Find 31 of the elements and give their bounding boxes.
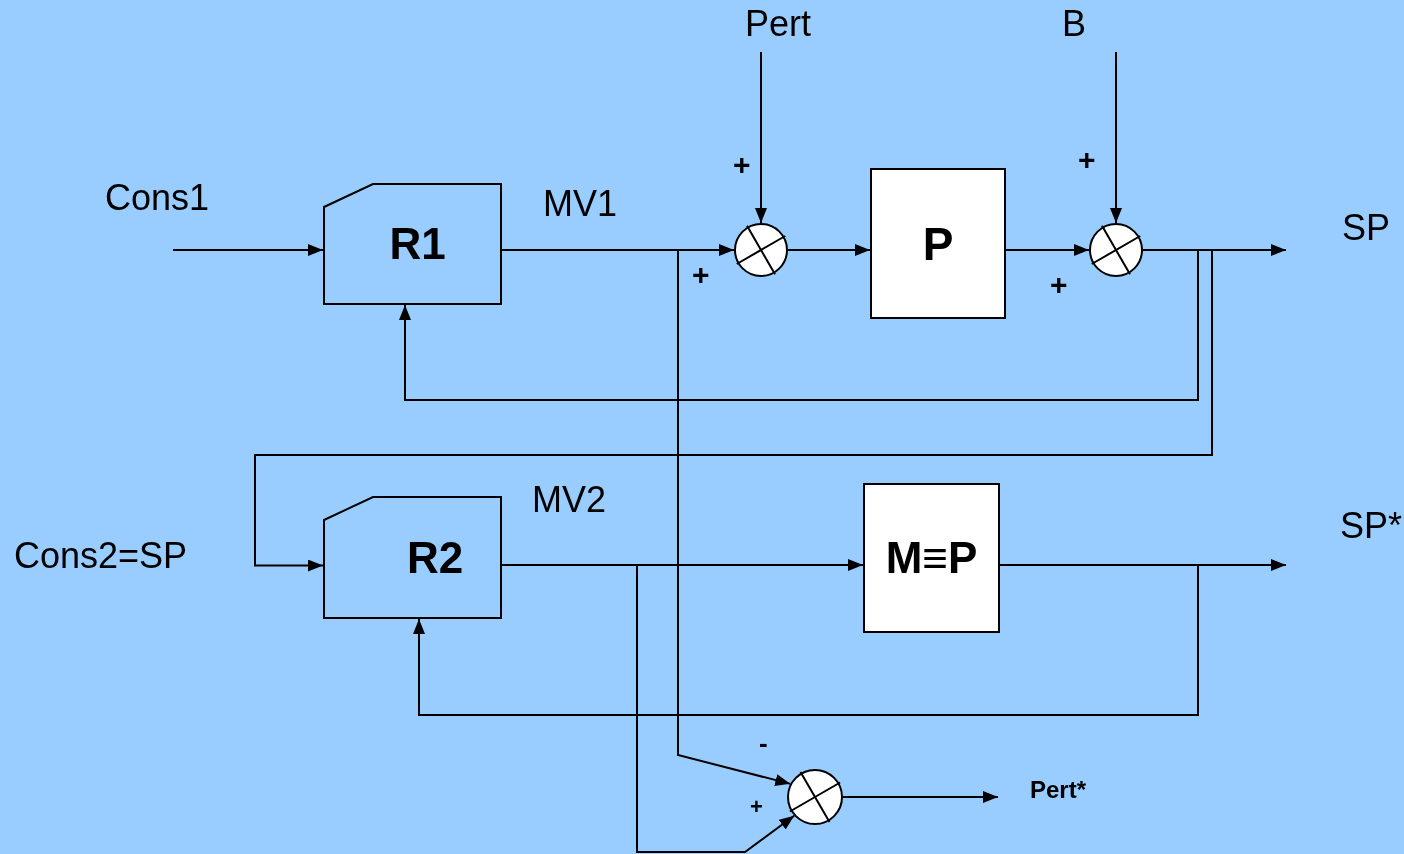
signal-arrow bbox=[172, 244, 324, 256]
controller-block: R2 bbox=[323, 496, 502, 619]
summing-junction bbox=[1089, 223, 1143, 277]
signal-arrow bbox=[254, 249, 1213, 572]
signal-arrow bbox=[1110, 51, 1122, 224]
sign-label: Cons2=SP bbox=[14, 538, 188, 574]
summing-junction bbox=[787, 769, 843, 825]
signal-arrow bbox=[413, 564, 1199, 716]
signal-label: Cons1 bbox=[92, 180, 222, 250]
signal-label: SP bbox=[1286, 210, 1396, 258]
sign-label: + bbox=[1078, 145, 1096, 175]
signal-arrow bbox=[399, 249, 1199, 401]
edge-label: MV2 bbox=[532, 482, 607, 518]
signal-arrow bbox=[1005, 244, 1090, 256]
process-block: P bbox=[870, 168, 1006, 319]
sign-label: + bbox=[692, 260, 710, 290]
sign-label: + bbox=[750, 796, 763, 818]
summing-junction bbox=[734, 223, 788, 277]
controller-block: R1 bbox=[323, 183, 502, 305]
sign-label: + bbox=[1050, 270, 1068, 300]
signal-label: SP* bbox=[1286, 508, 1402, 570]
signal-label: Pert* bbox=[998, 770, 1094, 810]
process-block: M≡P bbox=[863, 483, 1000, 633]
signal-arrow bbox=[755, 51, 767, 224]
signal-arrow bbox=[787, 244, 871, 256]
edge-label: MV1 bbox=[543, 186, 618, 222]
signal-label: B bbox=[1062, 6, 1122, 52]
sign-label: - bbox=[759, 730, 768, 756]
sign-label: + bbox=[733, 150, 751, 180]
signal-arrow bbox=[842, 791, 999, 803]
signal-label: Pert bbox=[730, 6, 826, 52]
